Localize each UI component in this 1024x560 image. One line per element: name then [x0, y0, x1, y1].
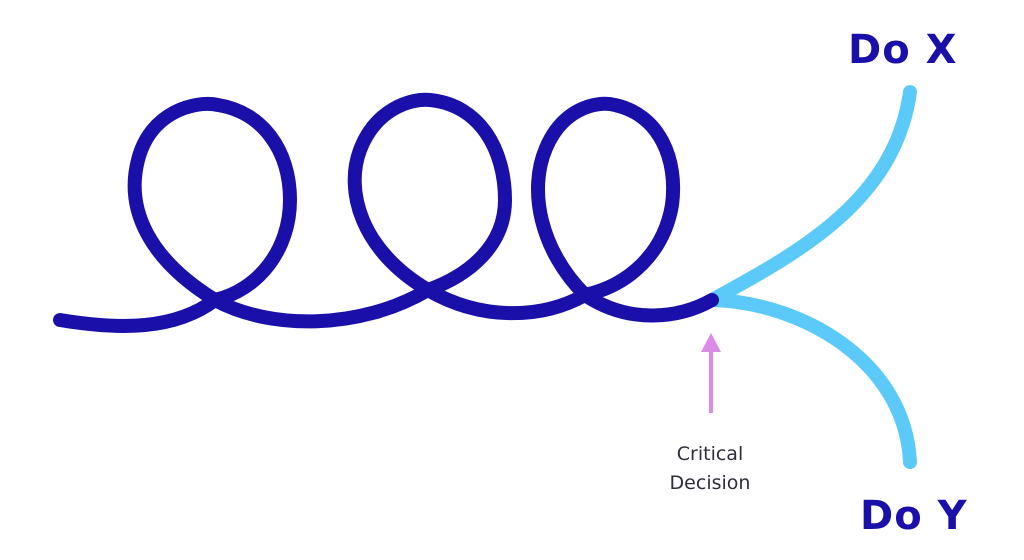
- loop-path: [53, 92, 719, 333]
- annotation-line-1: Critical: [676, 443, 744, 465]
- arrow-head: [701, 333, 721, 352]
- branch-path-do-x: [705, 85, 917, 307]
- up-arrow-icon: [701, 333, 721, 413]
- option-do-x-label: Do X: [848, 27, 958, 73]
- branch-path-do-y: [705, 293, 917, 469]
- critical-decision-annotation: Critical Decision: [640, 440, 780, 498]
- annotation-line-2: Decision: [669, 472, 751, 494]
- option-do-y-label: Do Y: [860, 493, 968, 539]
